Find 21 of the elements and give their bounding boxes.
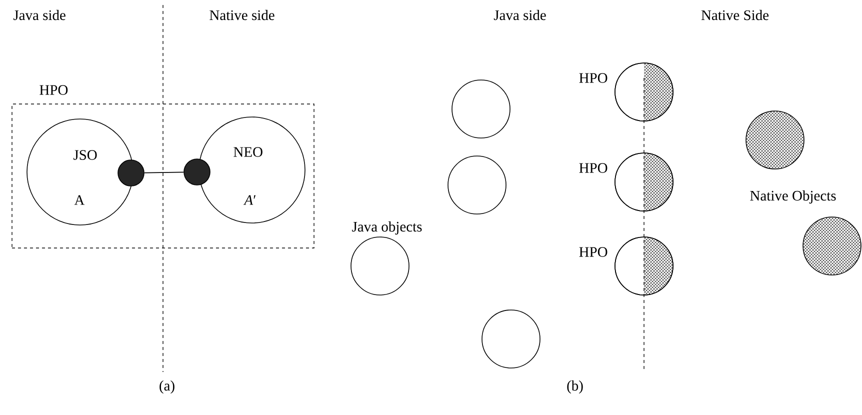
connector-line <box>144 172 184 174</box>
node-label: HPO <box>579 163 608 173</box>
node-label: HPO <box>579 73 608 83</box>
hatched-circle <box>746 110 804 170</box>
caption-text: Java side <box>494 10 546 20</box>
object-circle <box>452 80 510 138</box>
node-label: HPO <box>579 247 608 257</box>
caption-text: Native side <box>210 10 274 20</box>
connector-dot <box>118 160 144 186</box>
panel-label: (a) <box>160 380 174 394</box>
object-circle <box>448 156 506 214</box>
object-circle <box>482 310 540 368</box>
caption-text: Java objects <box>352 221 422 235</box>
panel-label: (b) <box>567 380 583 394</box>
connector-dot <box>184 158 210 186</box>
caption-text: Native Objects <box>750 190 836 204</box>
hatched-circle <box>802 216 862 276</box>
caption-text: Java side <box>14 10 66 20</box>
caption-text: Native Side <box>701 10 769 20</box>
object-circle <box>350 236 410 296</box>
node-label: HPO <box>40 85 68 95</box>
